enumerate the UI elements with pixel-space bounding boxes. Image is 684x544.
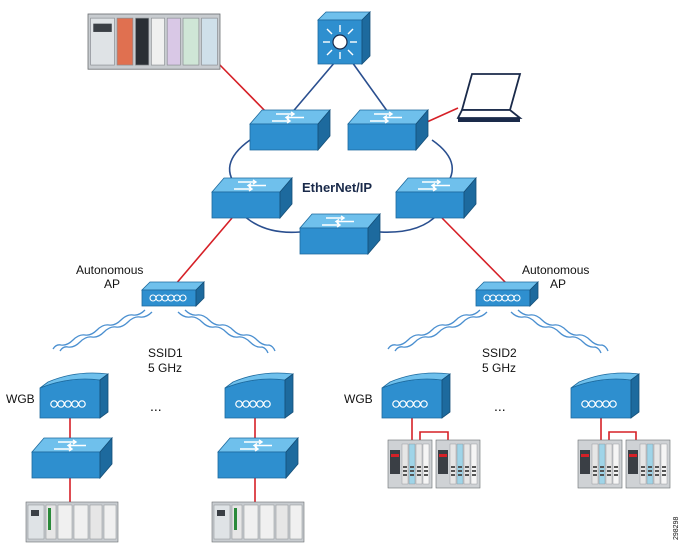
- io-module-icon: [625, 439, 671, 489]
- io-link-b2: [608, 431, 637, 440]
- wireless-right-2a: [517, 309, 609, 352]
- switch-icon: [31, 437, 113, 479]
- workgroup-bridge-icon: [381, 372, 451, 419]
- right-ap-uplink: [441, 217, 509, 286]
- wireless-right-1b: [394, 311, 488, 352]
- plc-rack-icon: [25, 501, 119, 543]
- switch-icon: [249, 109, 331, 151]
- left-ap-label-line2: AP: [104, 277, 120, 291]
- switch-icon: [395, 177, 477, 219]
- access-point-icon: [475, 281, 539, 307]
- router-link-right: [351, 61, 391, 116]
- right-band-label: 5 GHz: [482, 361, 516, 375]
- workgroup-bridge-icon: [570, 372, 640, 419]
- workgroup-bridge-icon: [224, 372, 294, 419]
- left-ssid-label: SSID1: [148, 346, 183, 360]
- left-ellipsis: ...: [150, 398, 162, 414]
- right-ap-label-line1: Autonomous: [522, 263, 589, 277]
- access-point-icon: [141, 281, 205, 307]
- router-icon: [317, 11, 371, 65]
- wireless-left-1b: [59, 311, 153, 352]
- plc-rack-icon: [211, 501, 305, 543]
- wireless-left-2a: [184, 309, 276, 352]
- figure-code: 298298: [673, 517, 680, 540]
- laptop-icon: [456, 73, 523, 122]
- switch-icon: [217, 437, 299, 479]
- right-ap-label-line2: AP: [550, 277, 566, 291]
- ethernet-ip-logo: EtherNet/IP: [302, 180, 372, 195]
- io-module-icon: [435, 439, 481, 489]
- switch-icon: [211, 177, 293, 219]
- io-module-icon: [387, 439, 433, 489]
- wireless-right-2b: [510, 311, 602, 354]
- wireless-links: [52, 309, 609, 354]
- workgroup-bridge-icon: [39, 372, 109, 419]
- switch-icon: [347, 109, 429, 151]
- wireless-left-2b: [177, 311, 269, 354]
- wireless-right-1a: [387, 309, 481, 350]
- switch-icon: [299, 213, 381, 255]
- io-link-a2: [419, 431, 449, 440]
- router-link-left: [289, 61, 336, 116]
- left-wgb-label: WGB: [6, 392, 35, 406]
- right-ssid-label: SSID2: [482, 346, 517, 360]
- plc-uplink: [214, 59, 273, 119]
- right-wgb-label: WGB: [344, 392, 373, 406]
- wireless-left-1a: [52, 309, 146, 350]
- plc-rack-icon: [87, 13, 221, 70]
- left-band-label: 5 GHz: [148, 361, 182, 375]
- left-ap-label-line1: Autonomous: [76, 263, 143, 277]
- left-ap-uplink: [174, 217, 233, 286]
- io-module-icon: [577, 439, 623, 489]
- right-ellipsis: ...: [494, 398, 506, 414]
